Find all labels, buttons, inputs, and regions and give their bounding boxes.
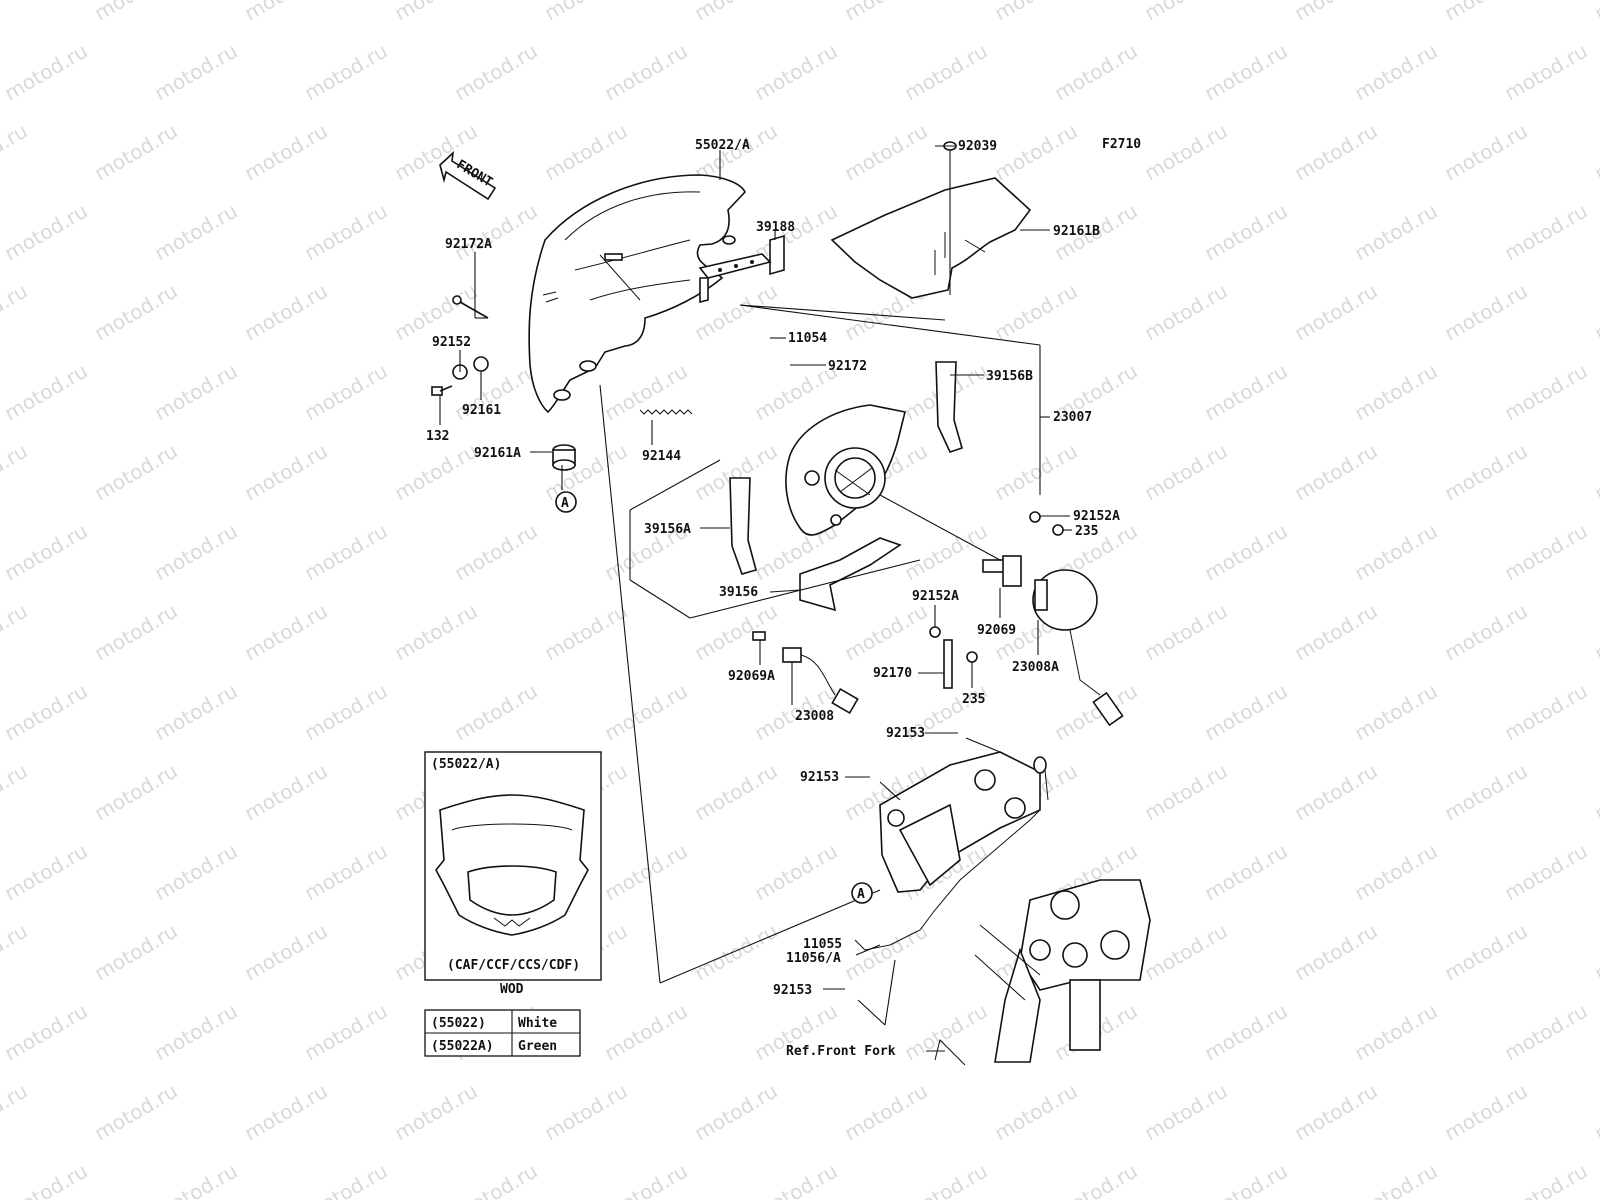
label-39156: 39156 — [719, 585, 758, 600]
label-92144: 92144 — [642, 449, 681, 464]
headlight-frame — [854, 751, 1049, 951]
label-92172: 92172 — [828, 359, 867, 374]
part-labels: 55022/A 92039 39188 92161B 92172A 11054 … — [426, 138, 1120, 1059]
label-132: 132 — [426, 429, 449, 444]
bulb-92069A — [752, 631, 766, 641]
label-92153-1: 92153 — [886, 726, 925, 741]
label-92161A: 92161A — [474, 446, 521, 461]
bracket-39156A — [729, 477, 757, 575]
label-92172A: 92172A — [445, 237, 492, 252]
label-39156A: 39156A — [644, 522, 691, 537]
front-arrow-icon: FRONT — [439, 150, 497, 201]
leader-lines — [439, 145, 1072, 1052]
label-235-lower: 235 — [962, 692, 985, 707]
figure-code: F2710 — [1102, 137, 1141, 152]
spring-92144 — [639, 409, 693, 415]
color-table: (55022) White (55022A) Green — [424, 1009, 581, 1057]
svg-text:A: A — [857, 887, 865, 902]
grommet-92161A — [552, 444, 576, 471]
front-fork-assembly — [934, 879, 1151, 1066]
washer-92152A-lower — [929, 626, 941, 638]
label-11055: 11055 — [803, 937, 842, 952]
inset-title: (55022/A) — [431, 757, 501, 772]
bracket-39156B — [935, 361, 963, 453]
color-table-color-0: White — [518, 1016, 557, 1031]
label-ref-front-fork: Ref.Front Fork — [786, 1044, 896, 1059]
label-92153-2: 92153 — [800, 770, 839, 785]
headlight-housing — [785, 404, 906, 536]
label-23008: 23008 — [795, 709, 834, 724]
color-table-part-0: (55022) — [431, 1016, 486, 1031]
label-39156B: 39156B — [986, 369, 1033, 384]
bracket-39156 — [799, 537, 902, 612]
label-92170: 92170 — [873, 666, 912, 681]
bulb-92069 — [982, 555, 1022, 587]
screw-235-lower — [966, 651, 978, 663]
label-sticker — [769, 234, 785, 276]
label-92039: 92039 — [958, 139, 997, 154]
callout-a-upper: A — [555, 491, 577, 513]
headlight-cowl — [528, 174, 746, 414]
label-11054: 11054 — [788, 331, 827, 346]
label-55022A: 55022/A — [695, 138, 750, 153]
socket-23008A — [1032, 569, 1124, 727]
clamp-92170 — [943, 639, 953, 689]
label-23008A: 23008A — [1012, 660, 1059, 675]
svg-text:A: A — [561, 496, 569, 511]
inset-models: (CAF/CCF/CCS/CDF) — [447, 958, 580, 973]
inset-cowl-drawing — [435, 794, 589, 936]
inset-box: (55022/A) (CAF/CCF/CCS/CDF) — [424, 751, 602, 981]
label-11056A: 11056/A — [786, 951, 841, 966]
label-92161: 92161 — [462, 403, 501, 418]
label-23007: 23007 — [1053, 410, 1092, 425]
top-cover — [830, 141, 1032, 299]
washer-92152A-upper — [1029, 511, 1041, 523]
label-92069A: 92069A — [728, 669, 775, 684]
color-table-color-1: Green — [518, 1039, 557, 1054]
socket-23008 — [782, 647, 859, 715]
label-92152: 92152 — [432, 335, 471, 350]
label-92161B: 92161B — [1053, 224, 1100, 239]
label-235-upper: 235 — [1075, 524, 1098, 539]
label-92152A-lower: 92152A — [912, 589, 959, 604]
label-92069: 92069 — [977, 623, 1016, 638]
label-92153-3: 92153 — [773, 983, 812, 998]
callout-a-lower: A — [851, 882, 873, 904]
bracket-11054 — [698, 253, 772, 304]
label-92152A-upper: 92152A — [1073, 509, 1120, 524]
label-39188: 39188 — [756, 220, 795, 235]
bolt-92172A — [452, 295, 489, 319]
bolt-132 — [431, 385, 453, 396]
color-table-part-1: (55022A) — [431, 1039, 494, 1054]
screw-235-upper — [1052, 524, 1064, 536]
grommet-92161 — [473, 356, 489, 372]
inset-caption: WOD — [500, 982, 524, 997]
